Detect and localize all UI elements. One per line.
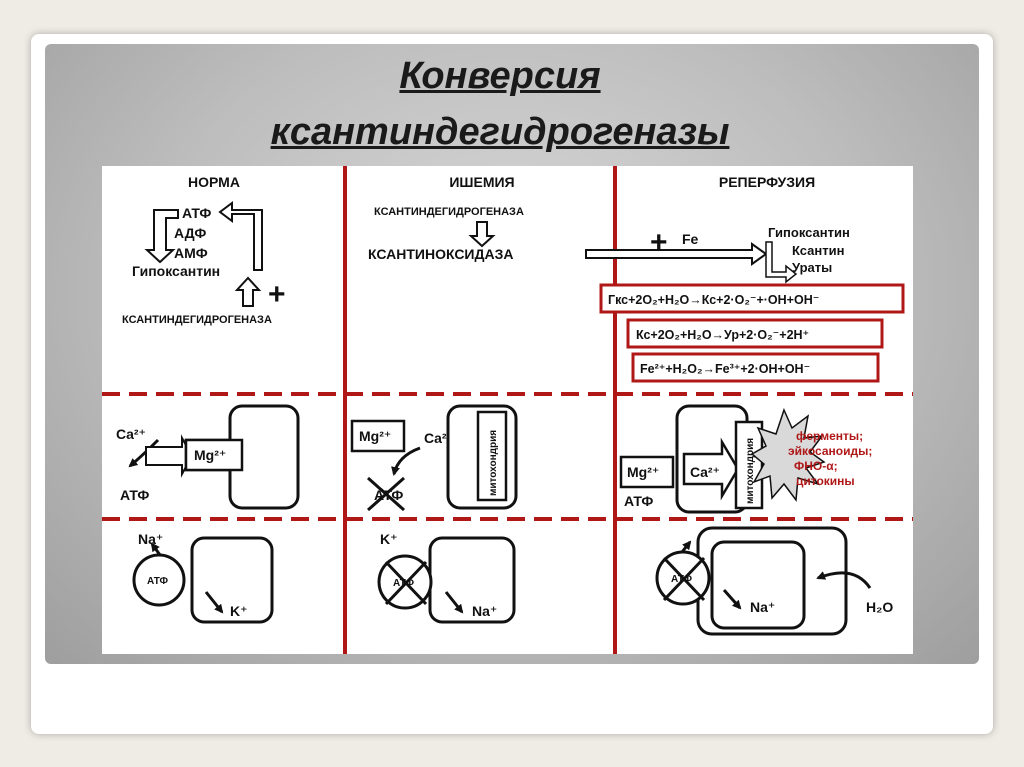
norm-atp-row2: АТФ (120, 487, 149, 503)
reperfusion-mg: Mg²⁺ (627, 464, 659, 480)
conversion-down-arrow (468, 221, 496, 248)
ischemia-k: K⁺ (380, 531, 398, 547)
reperfusion-atp: АТФ (624, 493, 653, 509)
slide-title: Конверсия ксантиндегидрогеназы (180, 48, 820, 160)
norm-plus: + (268, 278, 286, 311)
diagram-figure: НОРМА ИШЕМИЯ РЕПЕРФУЗИЯ АТФ АДФ АМФ Гипо… (102, 166, 913, 654)
reperfusion-ca: Ca²⁺ (690, 464, 720, 480)
norm-k-arrow (204, 591, 224, 614)
title-line-1: Конверсия (399, 55, 601, 97)
norm-hypoxanthine: Гипоксантин (132, 263, 220, 279)
norm-na: Na⁺ (138, 531, 163, 547)
norm-atp: АТФ (182, 205, 211, 221)
ischemia-atp-cross-2 (367, 476, 405, 512)
norm-amp: АМФ (174, 245, 208, 261)
header-reperfusion: РЕПЕРФУЗИЯ (719, 174, 815, 190)
reperfusion-plus: + (650, 226, 668, 259)
cycle-down-arrow (144, 209, 179, 264)
reperfusion-urates: Ураты (792, 260, 832, 275)
ischemia-pump-cross-2 (384, 560, 428, 606)
reperfusion-mitochondria (734, 420, 764, 510)
ischemia-ca: Ca²⁺ (424, 430, 454, 446)
reperfusion-k-arrow (680, 540, 692, 553)
reperfusion-mitochondria-label: митохондрия (745, 438, 756, 504)
reperfusion-fe: Fe (682, 231, 699, 247)
norm-k: K⁺ (230, 603, 248, 619)
equation-box-2 (626, 318, 884, 349)
enzyme-up-arrow (234, 276, 262, 307)
norm-na-arrow (150, 542, 162, 556)
products-bent-arrow (765, 241, 798, 284)
ischemia-na-arrow (444, 591, 464, 614)
ischemia-mg-box (350, 419, 406, 453)
diagram-svg: НОРМА ИШЕМИЯ РЕПЕРФУЗИЯ АТФ АДФ АМФ Гипо… (102, 166, 913, 654)
ischemia-ca-arrow-left (391, 446, 421, 476)
equation-2: Кс+2O₂+H₂O→Ур+2·O₂⁻+2H⁺ (636, 328, 809, 342)
ischemia-mitochondria (476, 410, 508, 502)
equation-1: Гкс+2O₂+H₂O→Кс+2·O₂⁻+·OH+OH⁻ (608, 293, 819, 307)
reperfusion-pump-cell-inner (710, 540, 806, 630)
equation-box-1 (599, 283, 905, 314)
reperfusion-na: Na⁺ (750, 599, 775, 615)
water-curved-arrow (816, 571, 872, 589)
xo-long-arrow (585, 242, 768, 266)
damage-label-4: цитокины (796, 474, 855, 488)
ischemia-mg: Mg²⁺ (359, 428, 391, 444)
damage-starburst (750, 407, 826, 503)
damage-label-2: эйкосаноиды; (788, 444, 872, 458)
reperfusion-mg-box (619, 455, 675, 489)
damage-label-3: ФНО-α; (794, 459, 838, 473)
ischemia-na: Na⁺ (472, 603, 497, 619)
reperfusion-na-arrow (722, 589, 742, 610)
equation-3: Fe²⁺+H₂O₂→Fe³⁺+2·OH+OH⁻ (640, 362, 810, 376)
damage-label-1: ферменты; (796, 429, 863, 443)
equation-box-3 (631, 352, 880, 383)
norm-pump-atp: АТФ (147, 576, 168, 587)
header-norm: НОРМА (188, 174, 240, 190)
cycle-return-arrow (218, 201, 263, 271)
norm-enzyme: КСАНТИНДЕГИДРОГЕНАЗА (122, 314, 272, 326)
ischemia-mitochondria-label: митохондрия (488, 430, 499, 496)
ischemia-enzyme-to: КСАНТИНОКСИДАЗА (368, 246, 513, 262)
ca-curved-arrow (128, 438, 160, 468)
reperfusion-pump-cross-2 (662, 556, 706, 602)
norm-mg-box-front (184, 438, 244, 472)
reperfusion-xanthine: Ксантин (792, 243, 844, 258)
reperfusion-h2o: H₂O (866, 599, 893, 615)
header-ischemia: ИШЕМИЯ (449, 174, 514, 190)
ischemia-enzyme-from: КСАНТИНДЕГИДРОГЕНАЗА (374, 206, 524, 218)
title-line-2: ксантиндегидрогеназы (270, 111, 730, 153)
norm-mg-front: Mg²⁺ (194, 447, 226, 463)
norm-adp: АДФ (174, 225, 206, 241)
reperfusion-hypoxanthine: Гипоксантин (768, 225, 850, 240)
reperfusion-ca-arrow (682, 437, 740, 501)
norm-ca: Ca²⁺ (116, 426, 146, 442)
